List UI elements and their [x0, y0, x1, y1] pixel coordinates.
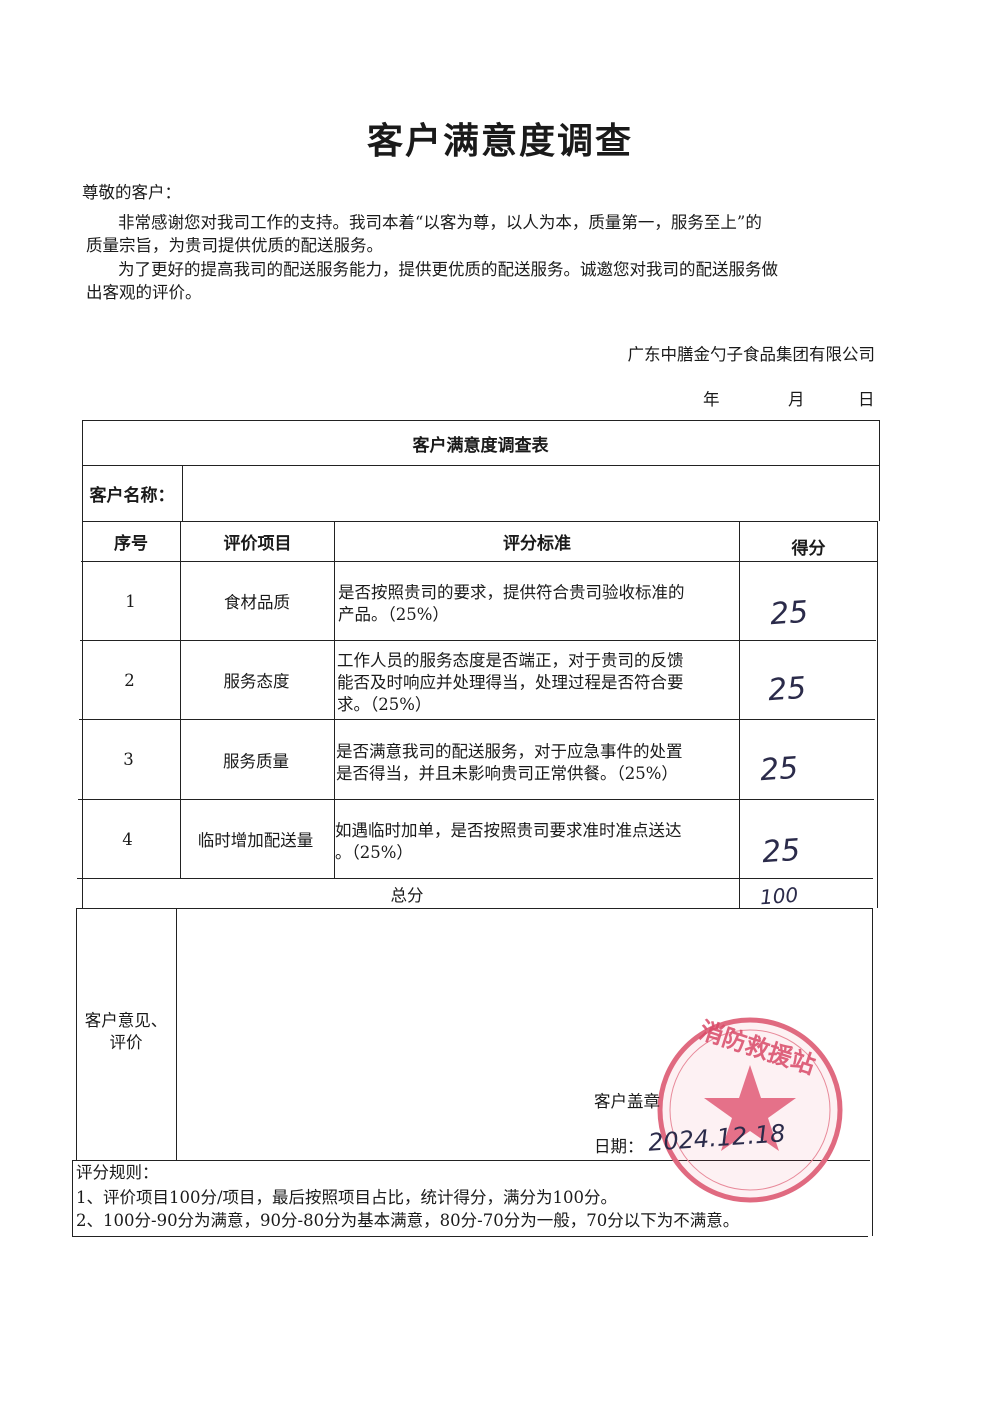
paragraph-2-line-2: 出客观的评价。 — [86, 283, 202, 302]
table-line — [76, 908, 77, 1160]
row-4-item: 临时增加配送量 — [197, 831, 314, 850]
date-year-label: 年 — [703, 390, 720, 409]
criteria-line: 是否得当，并且未影响贵司正常供餐。（25%） — [336, 764, 678, 783]
table-line — [72, 1236, 868, 1237]
row-2-score[interactable]: 25 — [766, 670, 808, 709]
seal-label: 客户盖章 — [594, 1092, 660, 1111]
table-line — [80, 640, 876, 641]
table-line — [73, 1160, 870, 1161]
row-3-item: 服务质量 — [223, 751, 289, 771]
opinion-label-line: 客户意见、 — [84, 1011, 168, 1030]
rules-title: 评分规则： — [76, 1163, 159, 1182]
table-line — [176, 908, 177, 1160]
table-line — [82, 420, 83, 908]
criteria-line: 能否及时响应并处理得当，处理过程是否符合要 — [337, 673, 684, 692]
rule-2: 2、100分-90分为满意，90分-80分为基本满意，80分-70分为一般，70… — [76, 1211, 740, 1230]
table-line — [879, 420, 880, 521]
table-line — [739, 521, 740, 908]
table-line — [82, 420, 880, 421]
table-line — [81, 561, 877, 562]
table-line — [78, 799, 874, 800]
criteria-line: 工作人员的服务态度是否端正，对于贵司的反馈 — [337, 651, 684, 670]
header-score: 得分 — [791, 539, 826, 559]
table-line — [82, 465, 880, 466]
opinion-field[interactable] — [180, 912, 868, 1156]
table-line — [76, 908, 872, 909]
sign-date-label: 日期： — [594, 1137, 644, 1156]
date-day-label: 日 — [858, 390, 875, 409]
table-line — [334, 521, 335, 878]
row-3-no: 3 — [123, 750, 134, 769]
company-name: 广东中膳金勺子食品集团有限公司 — [627, 345, 876, 364]
row-3-criteria: 是否满意我司的配送服务，对于应急事件的处置 是否得当，并且未影响贵司正常供餐。（… — [336, 741, 736, 785]
row-1-item: 食材品质 — [224, 593, 290, 612]
total-label: 总分 — [390, 885, 424, 905]
paragraph-1-line-2: 质量宗旨，为贵司提供优质的配送服务。 — [86, 236, 383, 255]
row-4-criteria: 如遇临时加单，是否按照贵司要求准时准点送达 。（25%） — [335, 820, 739, 864]
customer-name-field[interactable] — [184, 467, 877, 519]
header-item: 评价项目 — [223, 534, 292, 554]
table-line — [180, 521, 181, 878]
row-1-score[interactable]: 25 — [768, 594, 810, 633]
row-2-item: 服务态度 — [223, 672, 290, 691]
date-month-label: 月 — [788, 390, 805, 409]
table-title: 客户满意度调查表 — [412, 435, 549, 456]
row-2-no: 2 — [124, 670, 135, 690]
row-4-no: 4 — [122, 829, 133, 849]
row-2-criteria: 工作人员的服务态度是否端正，对于贵司的反馈 能否及时响应并处理得当，处理过程是否… — [337, 650, 737, 716]
table-line — [82, 521, 878, 522]
paragraph-2-line-1: 为了更好的提高我司的配送服务能力，提供更优质的配送服务。诚邀您对我司的配送服务做 — [118, 260, 778, 279]
table-line — [79, 719, 875, 720]
table-line — [72, 1160, 73, 1236]
customer-name-label: 客户名称： — [89, 486, 175, 506]
paragraph-1-line-1: 非常感谢您对我司工作的支持。我司本着“以客为尊，以人为本，质量第一，服务至上”的 — [118, 213, 762, 232]
greeting: 尊敬的客户： — [82, 183, 181, 202]
criteria-line: 产品。（25%） — [338, 605, 449, 624]
criteria-line: 。（25%） — [335, 843, 413, 862]
table-line — [877, 521, 878, 908]
opinion-label: 客户意见、 评价 — [76, 1010, 176, 1054]
row-4-score[interactable]: 25 — [760, 832, 802, 871]
criteria-line: 求。（25%） — [337, 695, 432, 714]
criteria-line: 是否按照贵司的要求，提供符合贵司验收标准的 — [338, 583, 685, 602]
table-line — [182, 465, 183, 521]
header-criteria: 评分标准 — [503, 534, 571, 554]
opinion-label-line: 评价 — [109, 1033, 143, 1052]
rule-1: 1、评价项目100分/项目，最后按照项目占比，统计得分，满分为100分。 — [76, 1188, 618, 1207]
table-line — [872, 908, 873, 1236]
row-1-no: 1 — [125, 591, 136, 611]
total-value[interactable]: 100 — [759, 882, 799, 910]
criteria-line: 如遇临时加单，是否按照贵司要求准时准点送达 — [335, 821, 682, 840]
document-title: 客户满意度调查 — [366, 121, 633, 162]
header-no: 序号 — [114, 534, 148, 554]
criteria-line: 是否满意我司的配送服务，对于应急事件的处置 — [336, 742, 683, 761]
row-3-score[interactable]: 25 — [758, 750, 800, 789]
table-line — [77, 878, 873, 879]
row-1-criteria: 是否按照贵司的要求，提供符合贵司验收标准的 产品。（25%） — [338, 582, 738, 626]
